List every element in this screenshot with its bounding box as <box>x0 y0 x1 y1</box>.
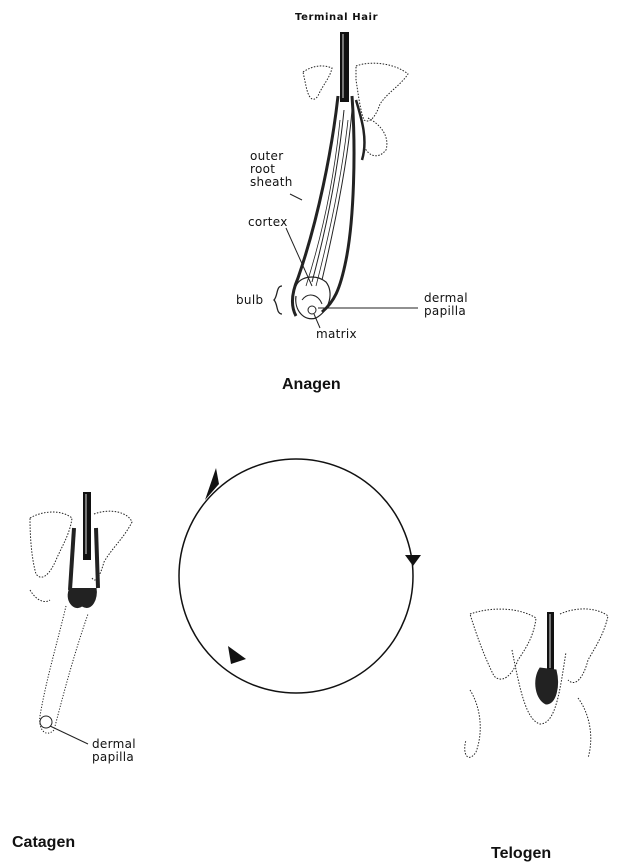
anagen-title: Anagen <box>282 376 341 394</box>
anagen-skin-left <box>303 66 332 99</box>
outer-root-sheath-label: outer root sheath <box>250 150 293 189</box>
anagen-bulb <box>296 277 330 319</box>
anagen-skin-right-lobe <box>364 118 387 156</box>
telogen-skin-right <box>560 609 608 683</box>
anagen-follicle <box>274 32 418 328</box>
cycle-arrow-bottom <box>228 646 246 664</box>
cortex-label: cortex <box>248 216 288 229</box>
telogen-club <box>536 668 558 704</box>
anagen-dermal-papilla-label: dermal papilla <box>424 292 468 318</box>
cycle-arrow-right <box>405 555 421 566</box>
telogen-title: Telogen <box>491 845 551 863</box>
matrix-label: matrix <box>316 328 357 341</box>
catagen-papilla-pointer <box>50 726 88 744</box>
bulb-label: bulb <box>236 294 263 307</box>
catagen-epithelial-strand <box>40 606 88 733</box>
terminal-hair-heading: Terminal Hair <box>295 12 378 23</box>
anagen-hair-shaft <box>340 32 349 102</box>
cycle-circle <box>179 459 421 693</box>
telogen-skin-left <box>470 609 536 679</box>
catagen-club <box>68 588 96 608</box>
catagen-dermal-papilla-label: dermal papilla <box>92 738 136 764</box>
catagen-title: Catagen <box>12 834 75 852</box>
telogen-follicle <box>465 609 608 758</box>
catagen-skin-left <box>30 512 72 577</box>
anagen-ors-pointer <box>290 194 302 200</box>
anagen-skin-right <box>356 63 408 121</box>
anagen-bulb-brace <box>274 286 282 314</box>
anagen-follicle-left-wall <box>292 96 338 316</box>
catagen-follicle <box>30 492 132 744</box>
